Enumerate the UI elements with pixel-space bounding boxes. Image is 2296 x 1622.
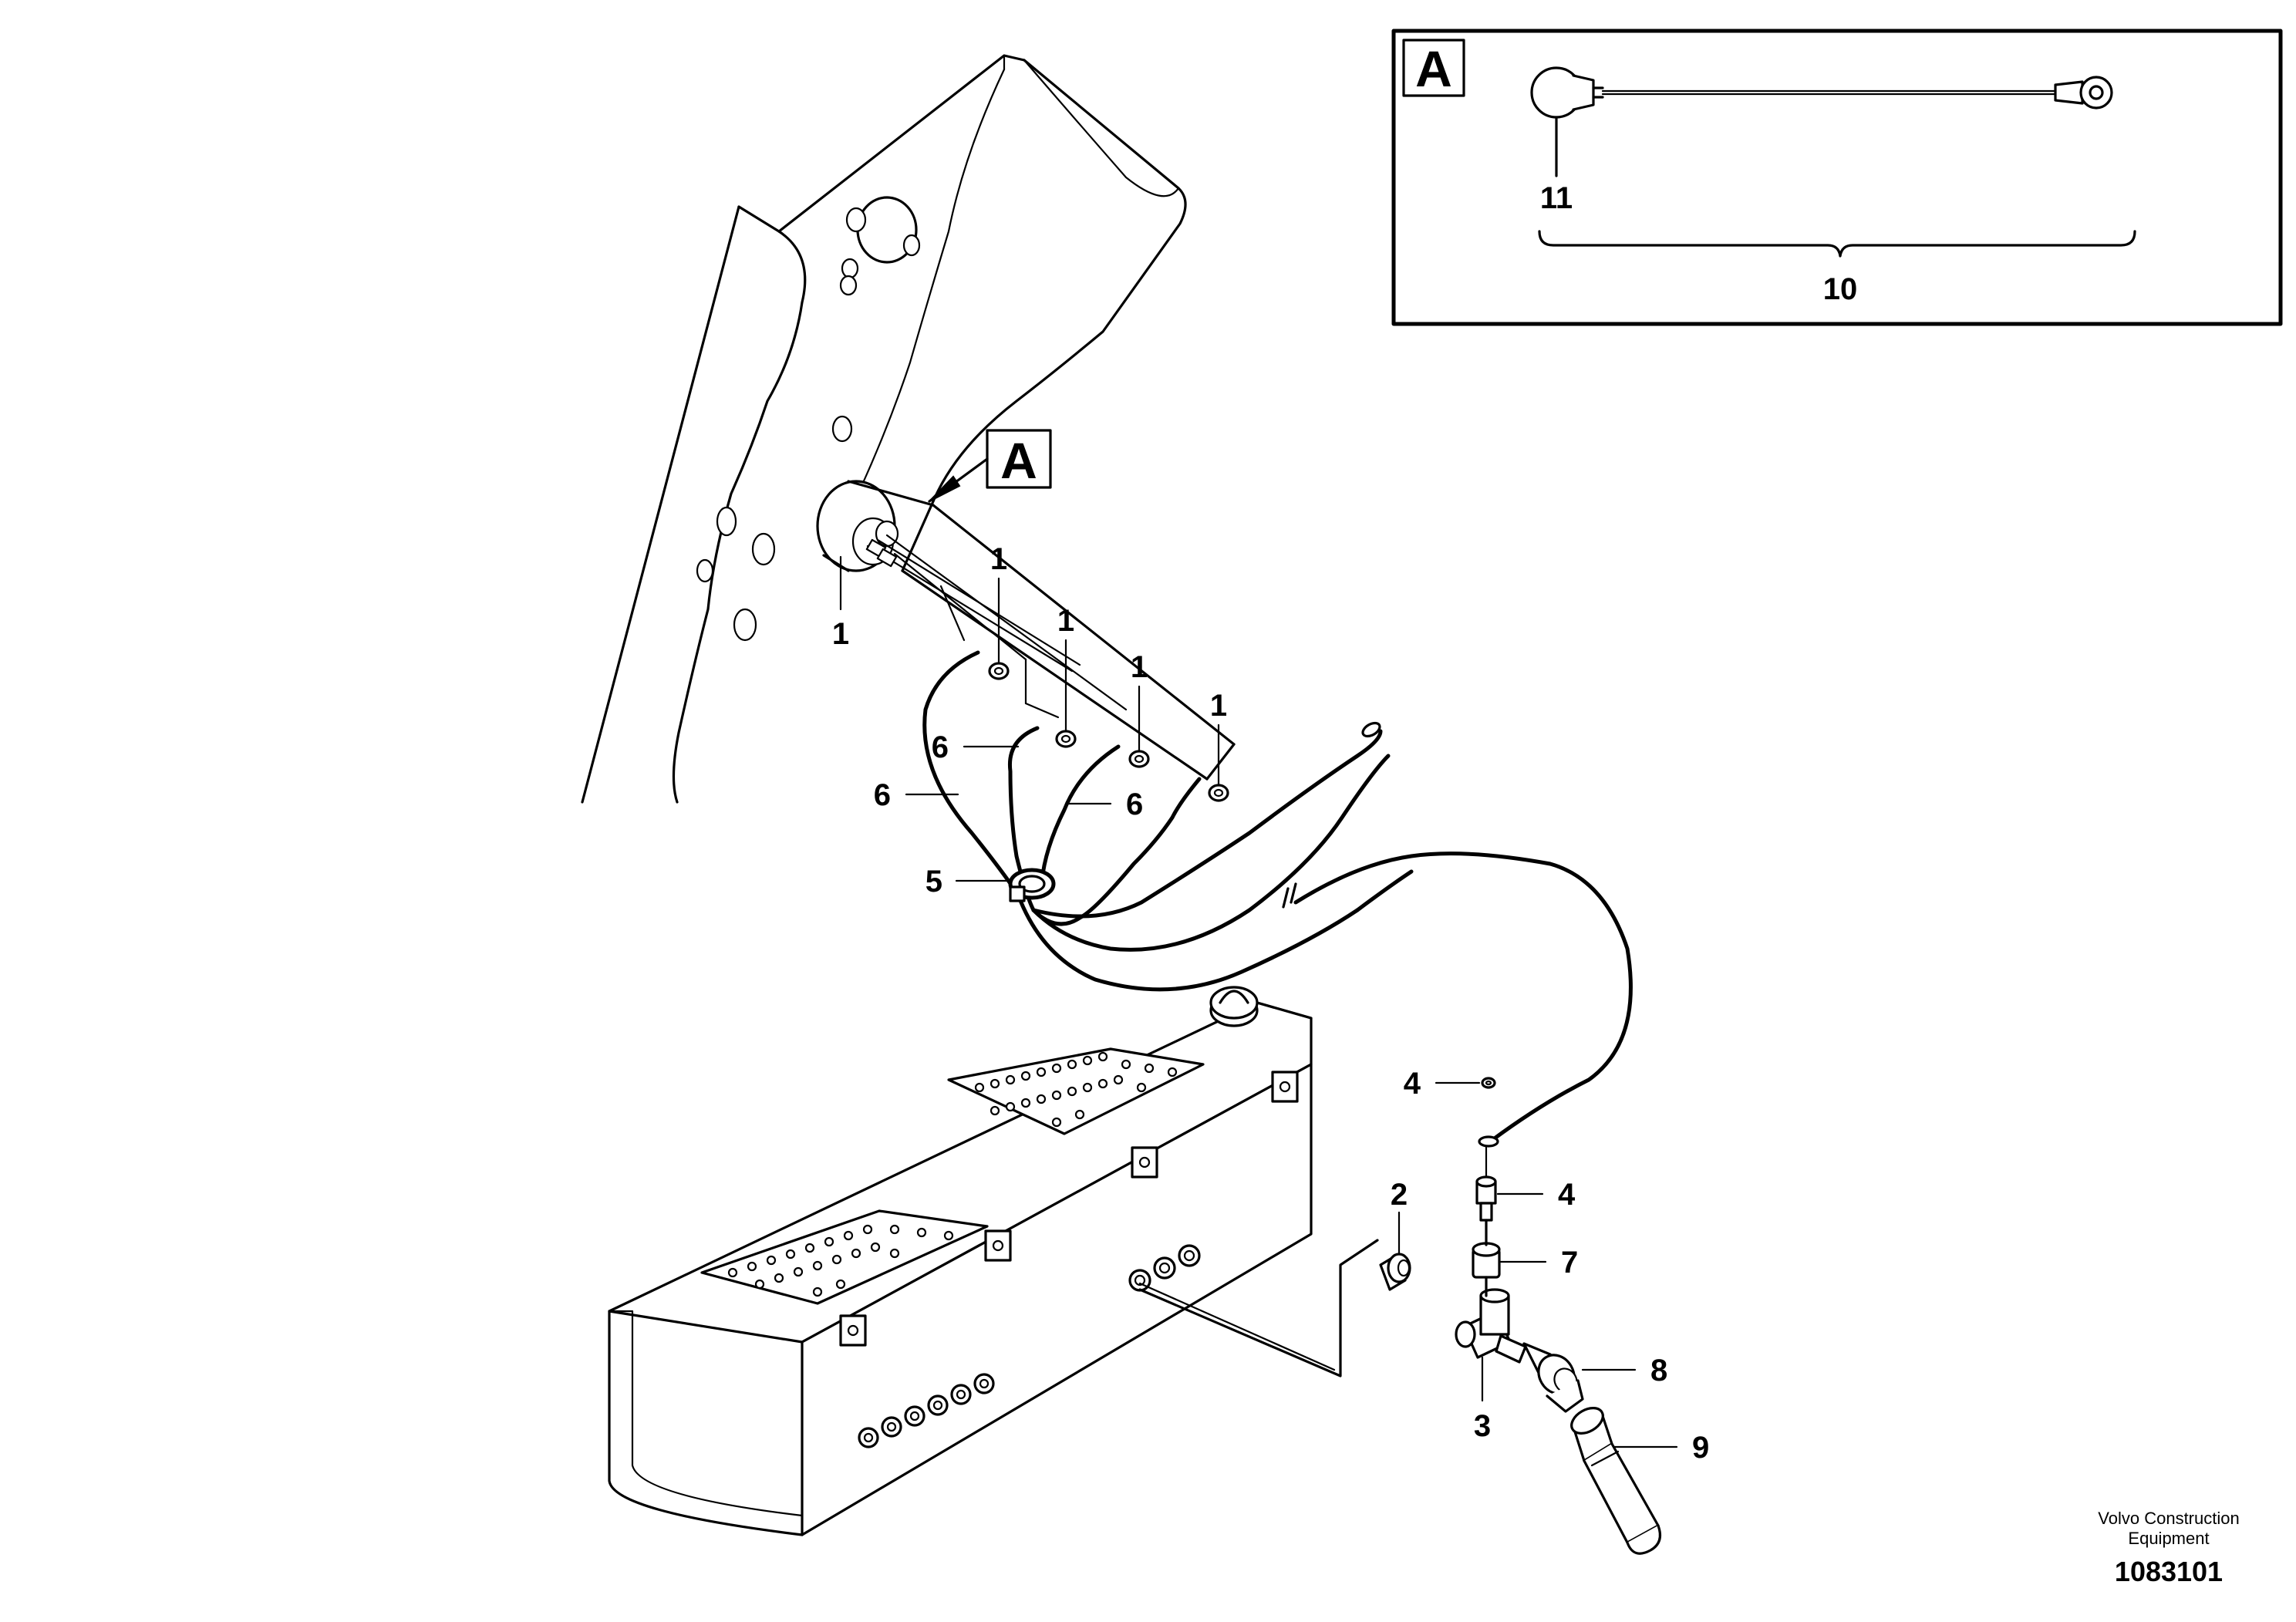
tread-plate-front [700, 1209, 989, 1305]
callout-10: 10 [1823, 272, 1858, 306]
grommets [988, 662, 1229, 802]
callout-4-a: 4 [1404, 1067, 1421, 1101]
brace-10 [1538, 230, 2136, 258]
frame-beam [581, 54, 1187, 804]
hose-nut [1379, 1253, 1411, 1291]
callout-8: 8 [1650, 1354, 1667, 1388]
view-marker-box [986, 429, 1052, 489]
callout-1-d: 1 [1131, 650, 1148, 684]
detail-letter-box [1402, 39, 1465, 97]
callout-9: 9 [1692, 1431, 1709, 1465]
cable-clamp [1008, 868, 1056, 902]
callout-11: 11 [1540, 181, 1573, 215]
callout-2: 2 [1391, 1178, 1408, 1212]
view-marker-letter: A [1000, 432, 1037, 489]
sensor-housing [816, 480, 1236, 781]
callout-1-b: 1 [990, 542, 1007, 576]
sensor-bulb-icon [1530, 66, 1604, 119]
callout-6-a: 6 [932, 730, 949, 764]
callout-1-c: 1 [1057, 604, 1074, 638]
sender-nut [1481, 1077, 1496, 1089]
callout-1-e: 1 [1210, 689, 1227, 723]
ring-terminal-icon [2054, 76, 2113, 110]
pressure-sender [1475, 1135, 1499, 1246]
adapter-fitting [1472, 1242, 1501, 1297]
callout-1-a: 1 [832, 617, 849, 651]
fuel-tank [608, 986, 1313, 1536]
callout-3: 3 [1474, 1409, 1491, 1443]
credit-line-1: Volvo Construction [2098, 1509, 2239, 1528]
view-marker-a: A [928, 429, 1052, 503]
drawing-number: 1083101 [2115, 1556, 2223, 1587]
detail-letter: A [1415, 40, 1452, 97]
elbow-fitting [1522, 1342, 1584, 1413]
callout-6-b: 6 [874, 778, 891, 812]
footer: Volvo Construction Equipment 1083101 [2098, 1509, 2239, 1587]
callout-4-b: 4 [1558, 1178, 1576, 1212]
hose-line [1138, 1239, 1379, 1378]
tank-ports [858, 1244, 1201, 1448]
callout-6-c: 6 [1126, 787, 1143, 821]
credit-line-2: Equipment [2128, 1529, 2209, 1548]
hose-end [1570, 1407, 1661, 1555]
tee-fitting [1455, 1288, 1527, 1364]
callout-7: 7 [1561, 1246, 1578, 1280]
detail-view-a: A 11 10 [1391, 29, 2283, 326]
callout-5: 5 [925, 865, 942, 899]
